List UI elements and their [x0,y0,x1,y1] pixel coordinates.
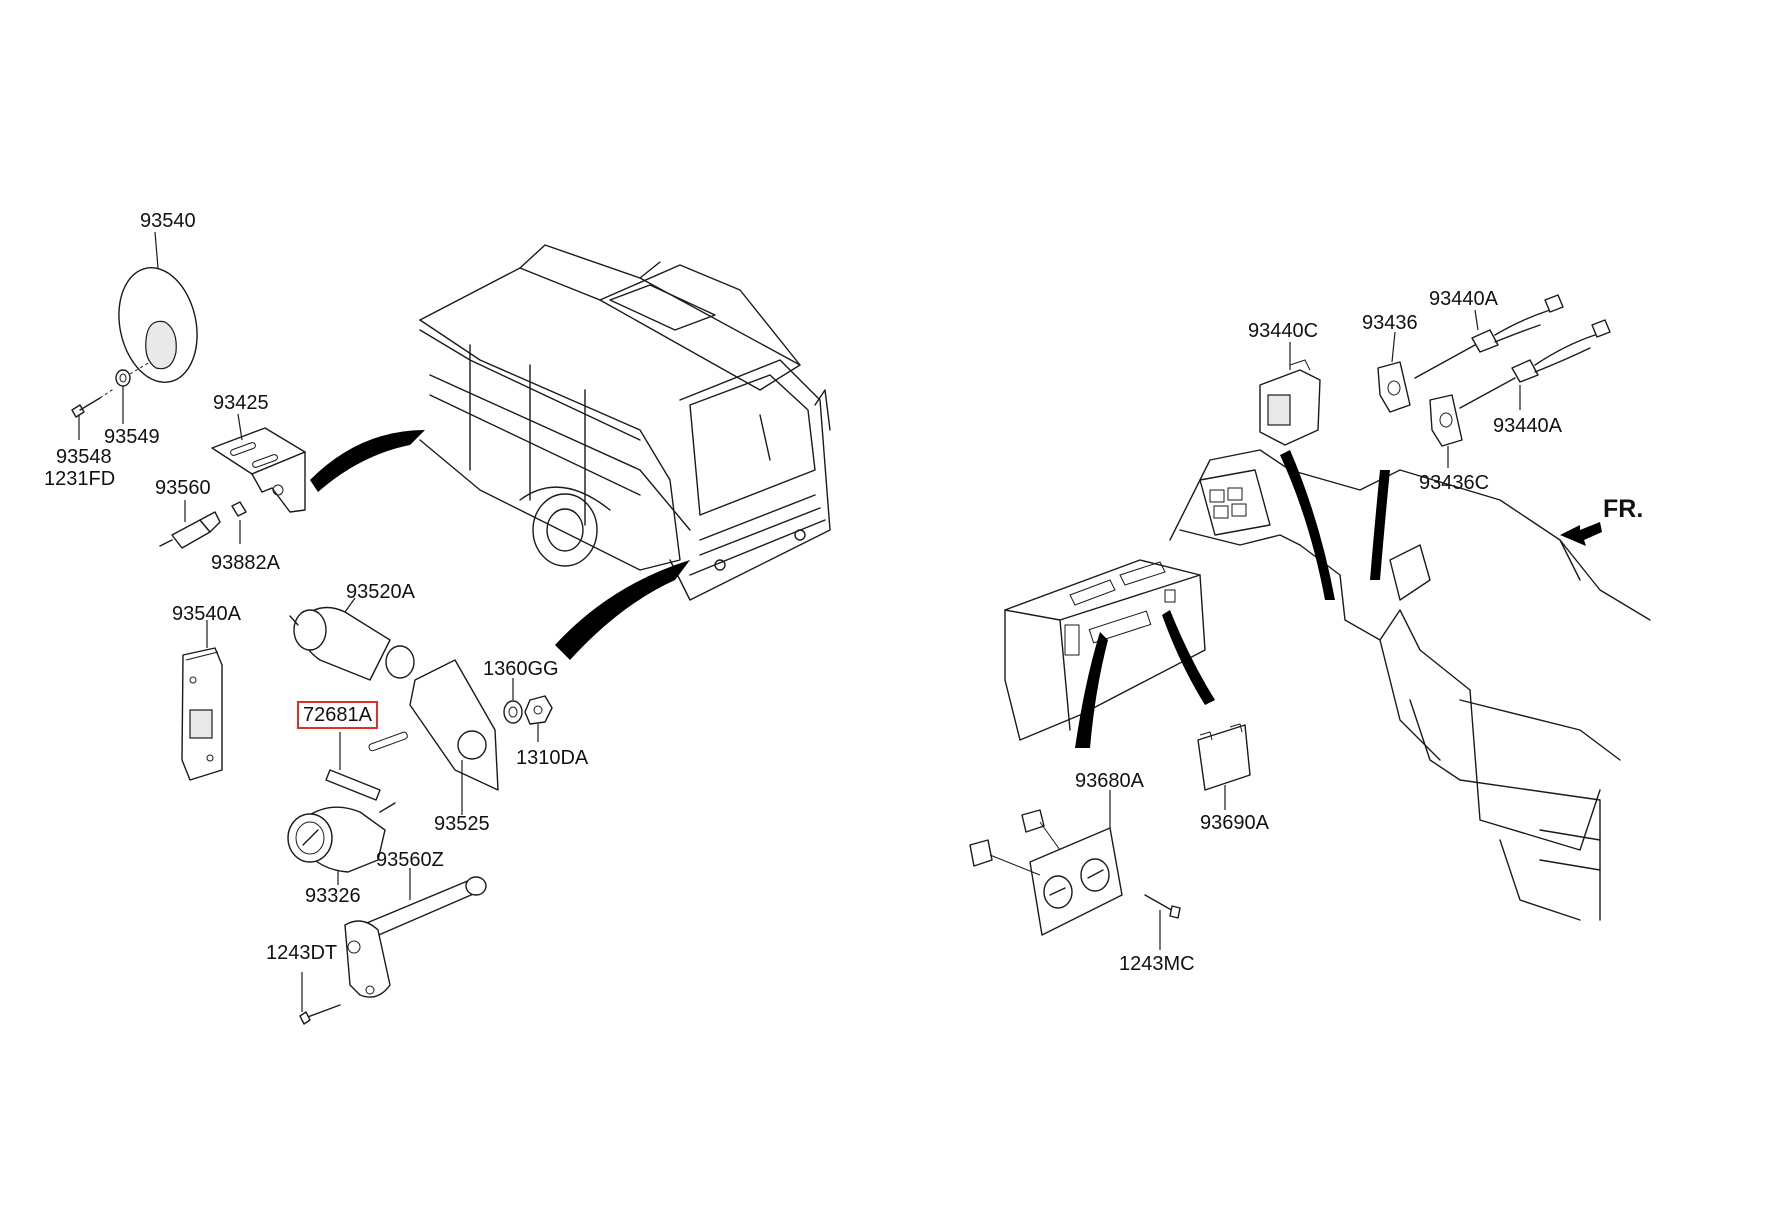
part-93520a-switch [289,597,415,681]
part-93560z-switch [344,868,487,998]
part-1243mc-screw [1144,894,1181,950]
label-93326: 93326 [305,885,361,907]
label-93690a: 93690A [1200,812,1269,834]
part-93326-lock [287,802,396,885]
label-93440a-bottom: 93440A [1493,415,1562,437]
part-93440a-harness-top [1414,294,1564,379]
label-1310da: 1310DA [516,747,589,769]
part-1360gg-nut [503,678,553,742]
part-93525-plate [368,659,499,815]
part-93560-switch [159,500,247,549]
part-1243dt-screw [299,972,341,1025]
label-93440a-top: 93440A [1429,288,1498,310]
part-93436-plate [1377,331,1411,413]
label-93436c: 93436C [1419,472,1490,494]
part-93540-cover [118,231,198,383]
part-93440c-switch [1259,342,1321,446]
part-72681a-key [325,732,381,801]
label-1243dt: 1243DT [266,942,338,964]
label-1231fd: 1231FD [44,468,116,490]
label-93425: 93425 [213,392,269,414]
label-93549: 93549 [104,426,160,448]
part-93690a-cover [1197,723,1251,810]
label-1360gg: 1360GG [483,658,559,680]
part-93425-bracket [211,413,306,513]
part-93436c-plate [1429,394,1463,468]
dashboard-illustration [1004,449,1651,921]
label-93540a: 93540A [172,603,241,625]
part-93540a-plate [181,620,223,781]
label-93680a: 93680A [1075,770,1144,792]
label-93882a: 93882A [211,552,280,574]
label-93560: 93560 [155,477,211,499]
label-93520a: 93520A [346,581,415,603]
front-direction-label: FR. [1603,495,1644,523]
label-1243mc: 1243MC [1119,953,1195,975]
label-93560z: 93560Z [376,849,444,871]
part-93548-screw [71,361,151,440]
label-93436: 93436 [1362,312,1418,334]
bus-illustration [310,244,831,660]
label-93440c: 93440C [1248,320,1319,342]
label-93525: 93525 [434,813,490,835]
label-93540: 93540 [140,210,196,232]
part-93680a-panel [969,790,1123,936]
label-72681a: 72681A [297,701,378,729]
label-93548: 93548 [56,446,112,468]
part-93440a-harness-bottom [1459,319,1611,410]
